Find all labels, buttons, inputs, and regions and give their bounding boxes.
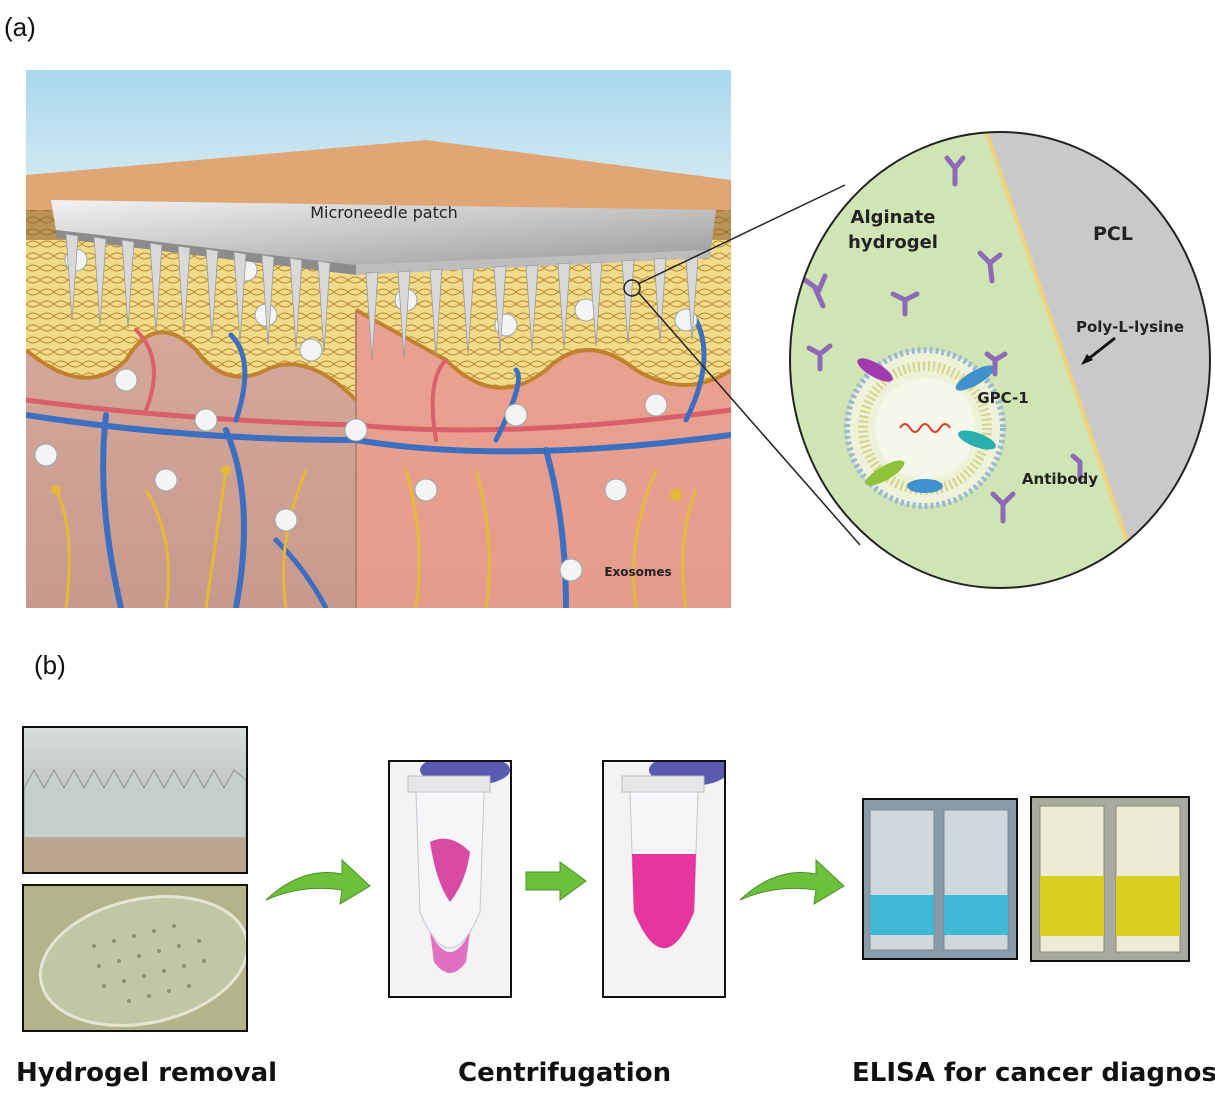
tube-before-centrifugation-photo [388, 760, 512, 998]
zoom-circle: Alginate hydrogel PCL Poly-L-lysine GPC-… [789, 131, 1211, 589]
caption-elisa: ELISA for cancer diagnosis [852, 1058, 1215, 1088]
pcl-label: PCL [1093, 223, 1133, 245]
antibody-label: Antibody [1022, 470, 1098, 488]
alginate-label-2: hydrogel [848, 232, 938, 253]
straight-arrow [525, 861, 587, 901]
skin-illustration: Microneedle patch Exosomes [26, 70, 731, 608]
caption-hydrogel-removal: Hydrogel removal [16, 1058, 278, 1088]
exosomes-label: Exosomes [604, 565, 671, 579]
elisa-blue-wells-photo [862, 798, 1018, 960]
alginate-label-1: Alginate [851, 207, 936, 228]
elisa-yellow-wells-photo [1030, 796, 1190, 962]
hydrogel-patch-side-photo [22, 726, 248, 874]
caption-centrifugation: Centrifugation [458, 1058, 672, 1088]
gpc1-label: GPC-1 [977, 389, 1028, 407]
zoom-connector [637, 184, 861, 546]
panel-a-label: (a) [4, 12, 36, 42]
tube-after-centrifugation-photo [602, 760, 726, 998]
patch-label: Microneedle patch [310, 203, 458, 222]
poly-l-lysine-label: Poly-L-lysine [1076, 318, 1184, 336]
curved-arrow-1 [265, 858, 371, 905]
panel-b-label: (b) [34, 650, 66, 680]
hydrogel-patch-top-photo [22, 884, 248, 1032]
curved-arrow-2 [739, 858, 845, 905]
